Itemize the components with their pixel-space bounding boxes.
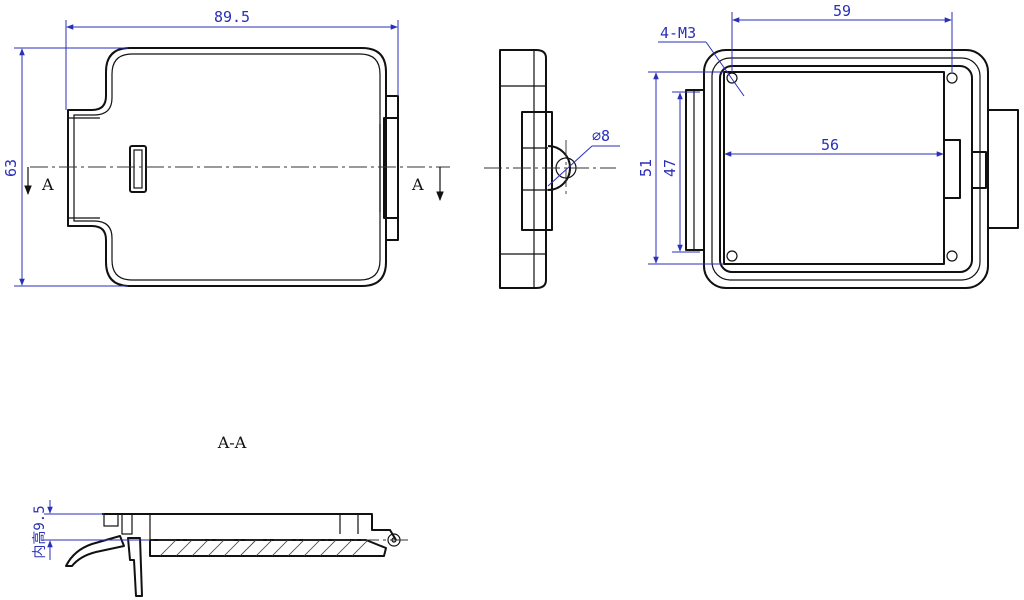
dim-label-hole-spacing: 59 <box>833 2 851 20</box>
screw-hole <box>726 250 738 262</box>
back-clip <box>988 109 1019 229</box>
dim-label-hole-callout: 4-M3 <box>660 24 696 42</box>
hinge-knuckle <box>385 95 399 119</box>
dim-label-inner-height: 47 <box>661 159 679 177</box>
dim-leader-diameter <box>547 145 593 187</box>
back-outer-inner <box>711 57 981 281</box>
screw-hole <box>946 72 958 84</box>
section-view <box>44 500 410 597</box>
hinge-knuckle <box>385 217 399 241</box>
section-lip <box>103 513 119 527</box>
battery-cavity <box>723 71 945 265</box>
side-profile-outline <box>499 49 547 289</box>
dim-label-outer-height: 51 <box>637 159 655 177</box>
section-title: A-A <box>217 433 247 452</box>
front-view <box>14 20 450 287</box>
screw-hole <box>946 250 958 262</box>
back-outer-outline <box>703 49 989 289</box>
back-hinge-strip <box>685 89 705 251</box>
screw-hole <box>726 72 738 84</box>
dim-label-section-height: 内高9.5 <box>31 505 48 558</box>
back-clip-slot <box>943 139 961 199</box>
section-lip <box>121 513 133 535</box>
section-hatching <box>159 539 369 557</box>
back-clip-latch <box>971 151 987 189</box>
front-cover-outline <box>67 47 387 287</box>
dim-label-diameter: ∅8 <box>592 127 610 145</box>
dim-leader-holes <box>705 41 745 97</box>
back-view <box>648 12 1019 289</box>
latch-slot <box>129 145 147 193</box>
dim-label-height: 63 <box>2 159 20 177</box>
back-rim <box>719 65 973 273</box>
dim-label-width: 89.5 <box>214 8 250 26</box>
side-hinge-block <box>521 111 553 231</box>
latch-slot-inner <box>133 149 143 189</box>
section-label-right: A <box>411 175 424 194</box>
section-top-rim <box>102 513 397 541</box>
hinge-pin-outline <box>547 145 571 191</box>
dim-label-inner-width: 56 <box>821 136 839 154</box>
section-base-plate <box>149 539 387 557</box>
section-latch-hook <box>65 535 125 567</box>
section-latch-tab <box>127 537 143 597</box>
section-label-left: A <box>41 175 54 194</box>
side-view <box>484 49 620 289</box>
